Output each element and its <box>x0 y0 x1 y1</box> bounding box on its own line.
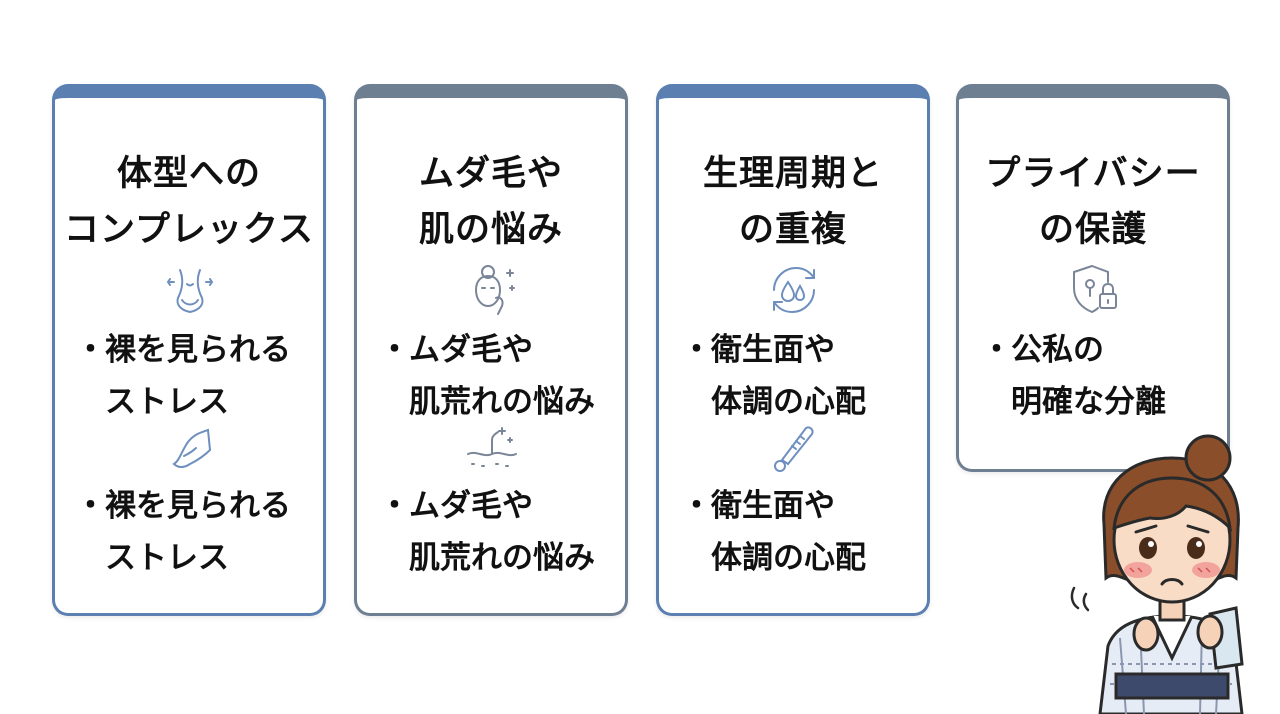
card-privacy: プライバシー の保護 ・ 公私の 明確な分離 <box>956 84 1230 472</box>
list-item-line: 肌荒れの悩み <box>409 384 595 420</box>
list-item: ・ 衛生面や 体調の心配 <box>681 480 866 584</box>
list-item-line: 体調の心配 <box>711 540 866 576</box>
hair-follicle-icon <box>462 420 522 480</box>
card-menstrual-cycle: 生理周期と の重複 ・ 衛生面や 体調の心配 <box>656 84 930 616</box>
bullet-dot: ・ <box>379 488 410 524</box>
card-title-line: 体型への <box>116 154 261 194</box>
card-title: ムダ毛や 肌の悩み <box>357 146 625 258</box>
card-body-shape: 体型への コンプレックス ・ 裸を見られる ストレス ・ 裸を見ら <box>52 84 326 616</box>
list-item-line: 衛生面や <box>711 332 835 368</box>
bullet-dot: ・ <box>681 332 712 368</box>
list-item: ・ ムダ毛や 肌荒れの悩み <box>379 324 595 428</box>
bullet-dot: ・ <box>681 488 712 524</box>
list-item-line: ストレス <box>105 384 229 420</box>
list-item-line: 体調の心配 <box>711 384 866 420</box>
card-title-line: プライバシー <box>985 154 1201 194</box>
waist-icon <box>160 262 220 322</box>
list-item-line: 衛生面や <box>711 488 835 524</box>
card-title-line: の重複 <box>738 210 847 250</box>
card-title-line: 肌の悩み <box>418 210 563 250</box>
card-title-line: 生理周期と <box>702 154 883 194</box>
list-item-line: 肌荒れの悩み <box>409 540 595 576</box>
worried-girl-illustration <box>1070 434 1244 714</box>
list-item-line: ストレス <box>105 540 229 576</box>
droplet-cycle-icon <box>764 260 824 320</box>
face-care-icon <box>462 260 522 320</box>
card-title-line: コンプレックス <box>64 210 314 250</box>
card-title-line: ムダ毛や <box>418 154 563 194</box>
card-title-line: の保護 <box>1038 210 1147 250</box>
bullet-dot: ・ <box>379 332 410 368</box>
bullet-dot: ・ <box>75 488 106 524</box>
list-item: ・ ムダ毛や 肌荒れの悩み <box>379 480 595 584</box>
card-title: 生理周期と の重複 <box>659 146 927 258</box>
list-item: ・ 裸を見られる ストレス <box>75 480 291 584</box>
thermometer-icon <box>764 420 824 480</box>
list-item: ・ 公私の 明確な分離 <box>981 324 1166 428</box>
list-item: ・ 衛生面や 体調の心配 <box>681 324 866 428</box>
list-item-line: 裸を見られる <box>105 332 291 368</box>
list-item-line: ムダ毛や <box>409 332 533 368</box>
list-item: ・ 裸を見られる ストレス <box>75 324 291 428</box>
shield-lock-icon <box>1064 260 1124 320</box>
list-item-line: 裸を見られる <box>105 488 291 524</box>
list-item-line: 明確な分離 <box>1011 384 1166 420</box>
bullet-dot: ・ <box>981 332 1012 368</box>
card-title: プライバシー の保護 <box>959 146 1227 258</box>
list-item-line: ムダ毛や <box>409 488 533 524</box>
list-item-line: 公私の <box>1011 332 1104 368</box>
card-title: 体型への コンプレックス <box>55 146 323 258</box>
card-hair-skin: ムダ毛や 肌の悩み ・ ムダ毛や 肌荒れの悩み <box>354 84 628 616</box>
bullet-dot: ・ <box>75 332 106 368</box>
skin-icon <box>160 420 220 480</box>
